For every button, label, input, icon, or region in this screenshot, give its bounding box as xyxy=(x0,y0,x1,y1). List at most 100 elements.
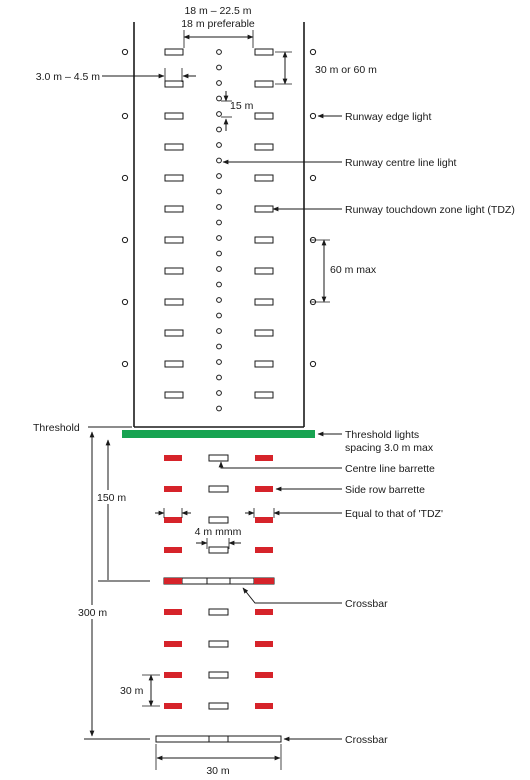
side-row-barrette xyxy=(164,609,182,615)
side-row-barrette xyxy=(164,547,182,553)
centre-line-barrette xyxy=(208,546,229,554)
label-centre-line-light: Runway centre line light xyxy=(345,157,457,169)
edge-light xyxy=(309,48,317,56)
edge-light xyxy=(121,48,129,56)
label-width-30: 30 m xyxy=(206,765,230,777)
side-row-barrette xyxy=(164,672,182,678)
label-threshold-lights-1: Threshold lights xyxy=(345,429,419,441)
tdz-light xyxy=(254,391,274,399)
tdz-light xyxy=(254,298,274,306)
label-dist-30: 30 m xyxy=(120,685,144,697)
centre-line-light xyxy=(216,343,222,350)
centre-line-barrette xyxy=(208,671,229,679)
tdz-light xyxy=(164,236,184,244)
tdz-light xyxy=(164,360,184,368)
edge-light xyxy=(121,112,129,120)
tdz-light xyxy=(164,267,184,275)
side-row-barrette xyxy=(164,455,182,461)
centre-line-light xyxy=(216,219,222,226)
label-crossbar-2: Crossbar xyxy=(345,734,388,746)
tdz-light xyxy=(254,112,274,120)
side-row-barrette xyxy=(164,641,182,647)
label-edge-light: Runway edge light xyxy=(345,111,431,123)
centre-line-light xyxy=(216,157,222,164)
centre-line-light xyxy=(216,111,222,117)
centre-line-barrette xyxy=(208,485,229,493)
side-row-barrette xyxy=(255,486,273,492)
side-row-barrette xyxy=(255,547,273,553)
tdz-light xyxy=(254,329,274,337)
tdz-light xyxy=(164,48,184,56)
centre-line-light xyxy=(216,235,222,241)
side-row-barrette xyxy=(255,609,273,615)
centre-line-barrette xyxy=(208,640,229,648)
centre-line-light xyxy=(216,266,222,272)
tdz-light xyxy=(254,236,274,244)
centre-line-light xyxy=(216,390,222,396)
label-centre-barrette: Centre line barrette xyxy=(345,463,435,475)
approach-lighting xyxy=(164,454,273,710)
label-equal-tdz: Equal to that of 'TDZ' xyxy=(345,508,443,520)
tdz-light xyxy=(164,143,184,151)
centre-line-light xyxy=(216,142,222,148)
label-tdz-width: 3.0 m – 4.5 m xyxy=(36,71,100,83)
label-side-barrette: Side row barrette xyxy=(345,484,425,496)
side-row-barrette xyxy=(255,455,273,461)
label-top-spacing: 18 m – 22.5 m xyxy=(184,5,251,17)
label-crossbar-1: Crossbar xyxy=(345,598,388,610)
centre-line-barrette xyxy=(208,516,229,524)
centre-line-light xyxy=(216,312,222,319)
tdz-light xyxy=(254,143,274,151)
side-row-barrette xyxy=(255,703,273,709)
centre-line-light xyxy=(216,64,222,71)
edge-light xyxy=(309,112,317,120)
label-threshold-lights-2: spacing 3.0 m max xyxy=(345,442,434,454)
centre-line-light xyxy=(216,80,222,86)
edge-light xyxy=(121,236,129,244)
tdz-light xyxy=(164,205,184,213)
tdz-light xyxy=(164,329,184,337)
centre-line-light xyxy=(216,126,222,133)
label-barrette-gap: 4 m mmm xyxy=(195,526,242,538)
label-tdz-spacing: 30 m or 60 m xyxy=(315,64,377,76)
centre-line-light xyxy=(216,49,222,55)
edge-light xyxy=(121,298,129,306)
edge-lights xyxy=(121,48,317,368)
edge-light xyxy=(309,360,317,368)
tdz-lights xyxy=(164,48,274,399)
centre-line-light xyxy=(216,359,222,365)
label-threshold: Threshold xyxy=(33,422,80,434)
centre-line-light xyxy=(216,250,222,257)
side-row-barrette xyxy=(164,703,182,709)
centre-line-light xyxy=(216,281,222,288)
tdz-light xyxy=(254,267,274,275)
edge-light xyxy=(121,174,129,182)
label-cl-spacing: 15 m xyxy=(230,100,254,112)
tdz-light xyxy=(164,298,184,306)
tdz-light xyxy=(164,174,184,182)
crossbar-1 xyxy=(163,577,275,585)
edge-light xyxy=(121,360,129,368)
side-row-barrette xyxy=(164,486,182,492)
tdz-light xyxy=(254,174,274,182)
centre-line-light xyxy=(216,405,222,412)
tdz-light xyxy=(164,391,184,399)
tdz-light xyxy=(254,205,274,213)
edge-light xyxy=(309,174,317,182)
label-dist-300: 300 m xyxy=(78,607,107,619)
label-dist-150: 150 m xyxy=(97,492,126,504)
centre-line-barrette xyxy=(208,608,229,616)
centre-line-light xyxy=(216,173,222,179)
side-row-barrette xyxy=(255,517,273,523)
tdz-light xyxy=(254,80,274,88)
centre-line-light xyxy=(216,297,222,303)
centre-line-barrette xyxy=(208,702,229,710)
side-row-barrette xyxy=(255,641,273,647)
tdz-light xyxy=(164,112,184,120)
tdz-light xyxy=(164,80,184,88)
centre-line-light xyxy=(216,328,222,334)
centre-line-light xyxy=(216,374,222,381)
threshold-lights-bar xyxy=(122,430,315,438)
tdz-light xyxy=(254,360,274,368)
